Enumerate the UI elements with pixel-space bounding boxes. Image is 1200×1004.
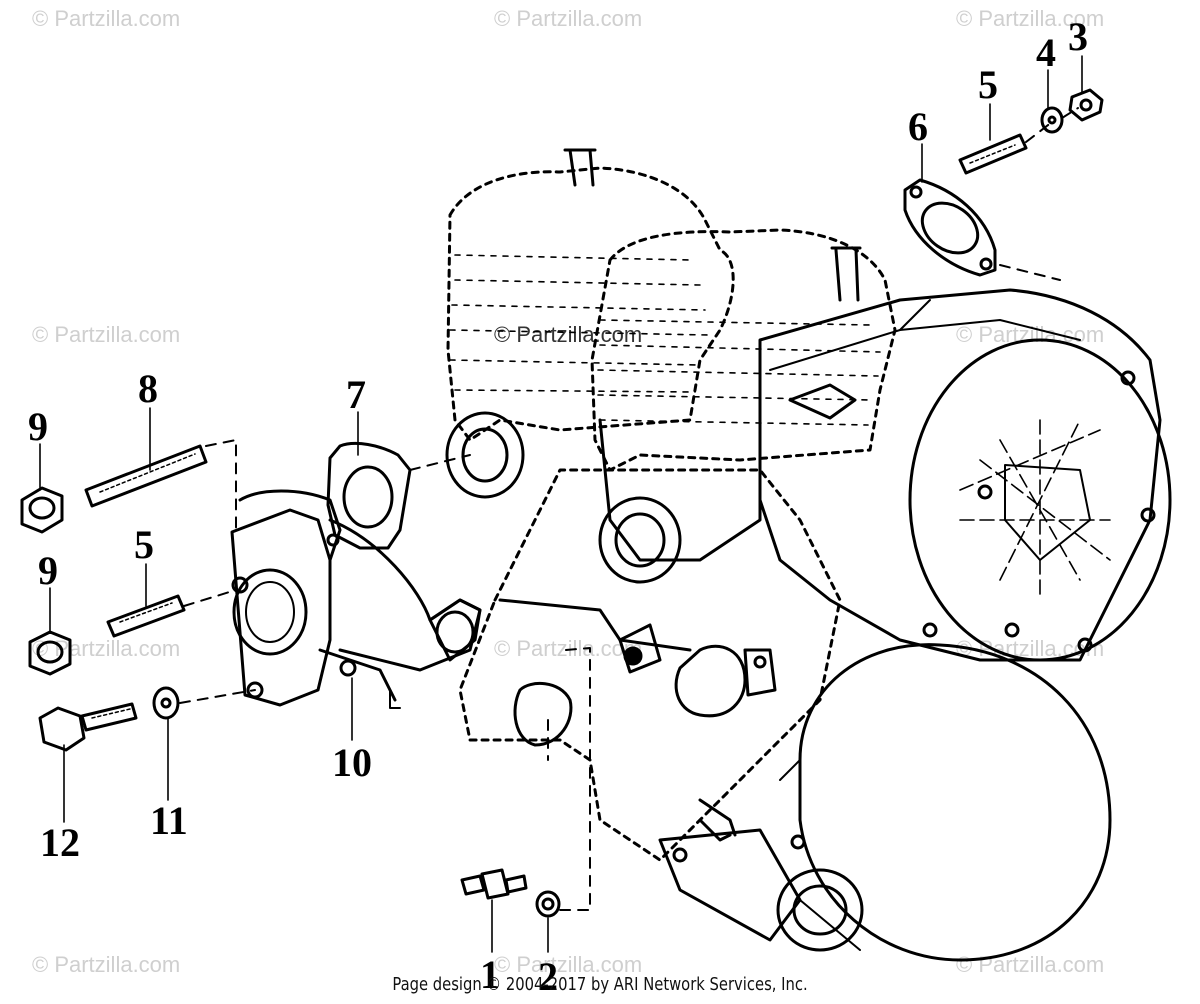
- part-11-washer: [152, 686, 180, 720]
- footer-copyright: Page design © 2004-2017 by ARI Network S…: [392, 974, 808, 995]
- watermark-top-right: © Partzilla.com: [956, 6, 1105, 31]
- callout-10: 10: [332, 740, 372, 785]
- watermark-mid-right: © Partzilla.com: [956, 322, 1105, 347]
- part-2-washer: [535, 890, 561, 918]
- part-5-stud-left: [106, 594, 186, 638]
- part-7-gasket: [326, 441, 412, 550]
- callout-4: 4: [1036, 30, 1056, 75]
- callout-5-left: 5: [134, 522, 154, 567]
- part-1-fitting: [460, 868, 528, 900]
- engine-block: [445, 148, 897, 862]
- recoil-cover: [658, 643, 1112, 962]
- watermark-top-center: © Partzilla.com: [494, 6, 643, 31]
- callout-11: 11: [150, 798, 188, 843]
- watermark-bottom-center: © Partzilla.com: [494, 952, 643, 977]
- callout-5-top: 5: [978, 62, 998, 107]
- part-9-nut-upper: [20, 486, 64, 534]
- callout-1: 1: [480, 952, 500, 997]
- watermark-mid-left: © Partzilla.com: [32, 322, 181, 347]
- callout-2: 2: [538, 954, 558, 999]
- callout-6: 6: [908, 104, 928, 149]
- part-6-gasket: [903, 178, 997, 277]
- callout-9-lower: 9: [38, 548, 58, 593]
- part-4-washer: [1040, 106, 1064, 134]
- callout-labels: 1 2 3 4 5 5 6 7 8 9 9 10 11 12: [28, 14, 1088, 999]
- fan-housing: [758, 288, 1172, 662]
- assembly-lines: [179, 107, 1079, 911]
- watermark-lower-center: © Partzilla.com: [494, 636, 643, 661]
- callout-7: 7: [346, 372, 366, 417]
- leader-lines: [39, 55, 1083, 953]
- part-5-stud-top: [958, 133, 1028, 175]
- watermark-bottom-right: © Partzilla.com: [956, 952, 1105, 977]
- part-8-stud: [84, 444, 208, 508]
- callout-9-upper: 9: [28, 404, 48, 449]
- watermark-bottom-left: © Partzilla.com: [32, 952, 181, 977]
- part-12-bolt: [38, 702, 138, 752]
- watermark-lower-left: © Partzilla.com: [32, 636, 181, 661]
- part-3-nut: [1068, 88, 1104, 122]
- intake-manifold: [230, 489, 482, 709]
- watermark-center: © Partzilla.com: [494, 322, 643, 347]
- callout-12: 12: [40, 820, 80, 865]
- callout-3: 3: [1068, 14, 1088, 59]
- part-9-nut-lower: [28, 630, 72, 676]
- watermark-top-left: © Partzilla.com: [32, 6, 181, 31]
- callout-8: 8: [138, 366, 158, 411]
